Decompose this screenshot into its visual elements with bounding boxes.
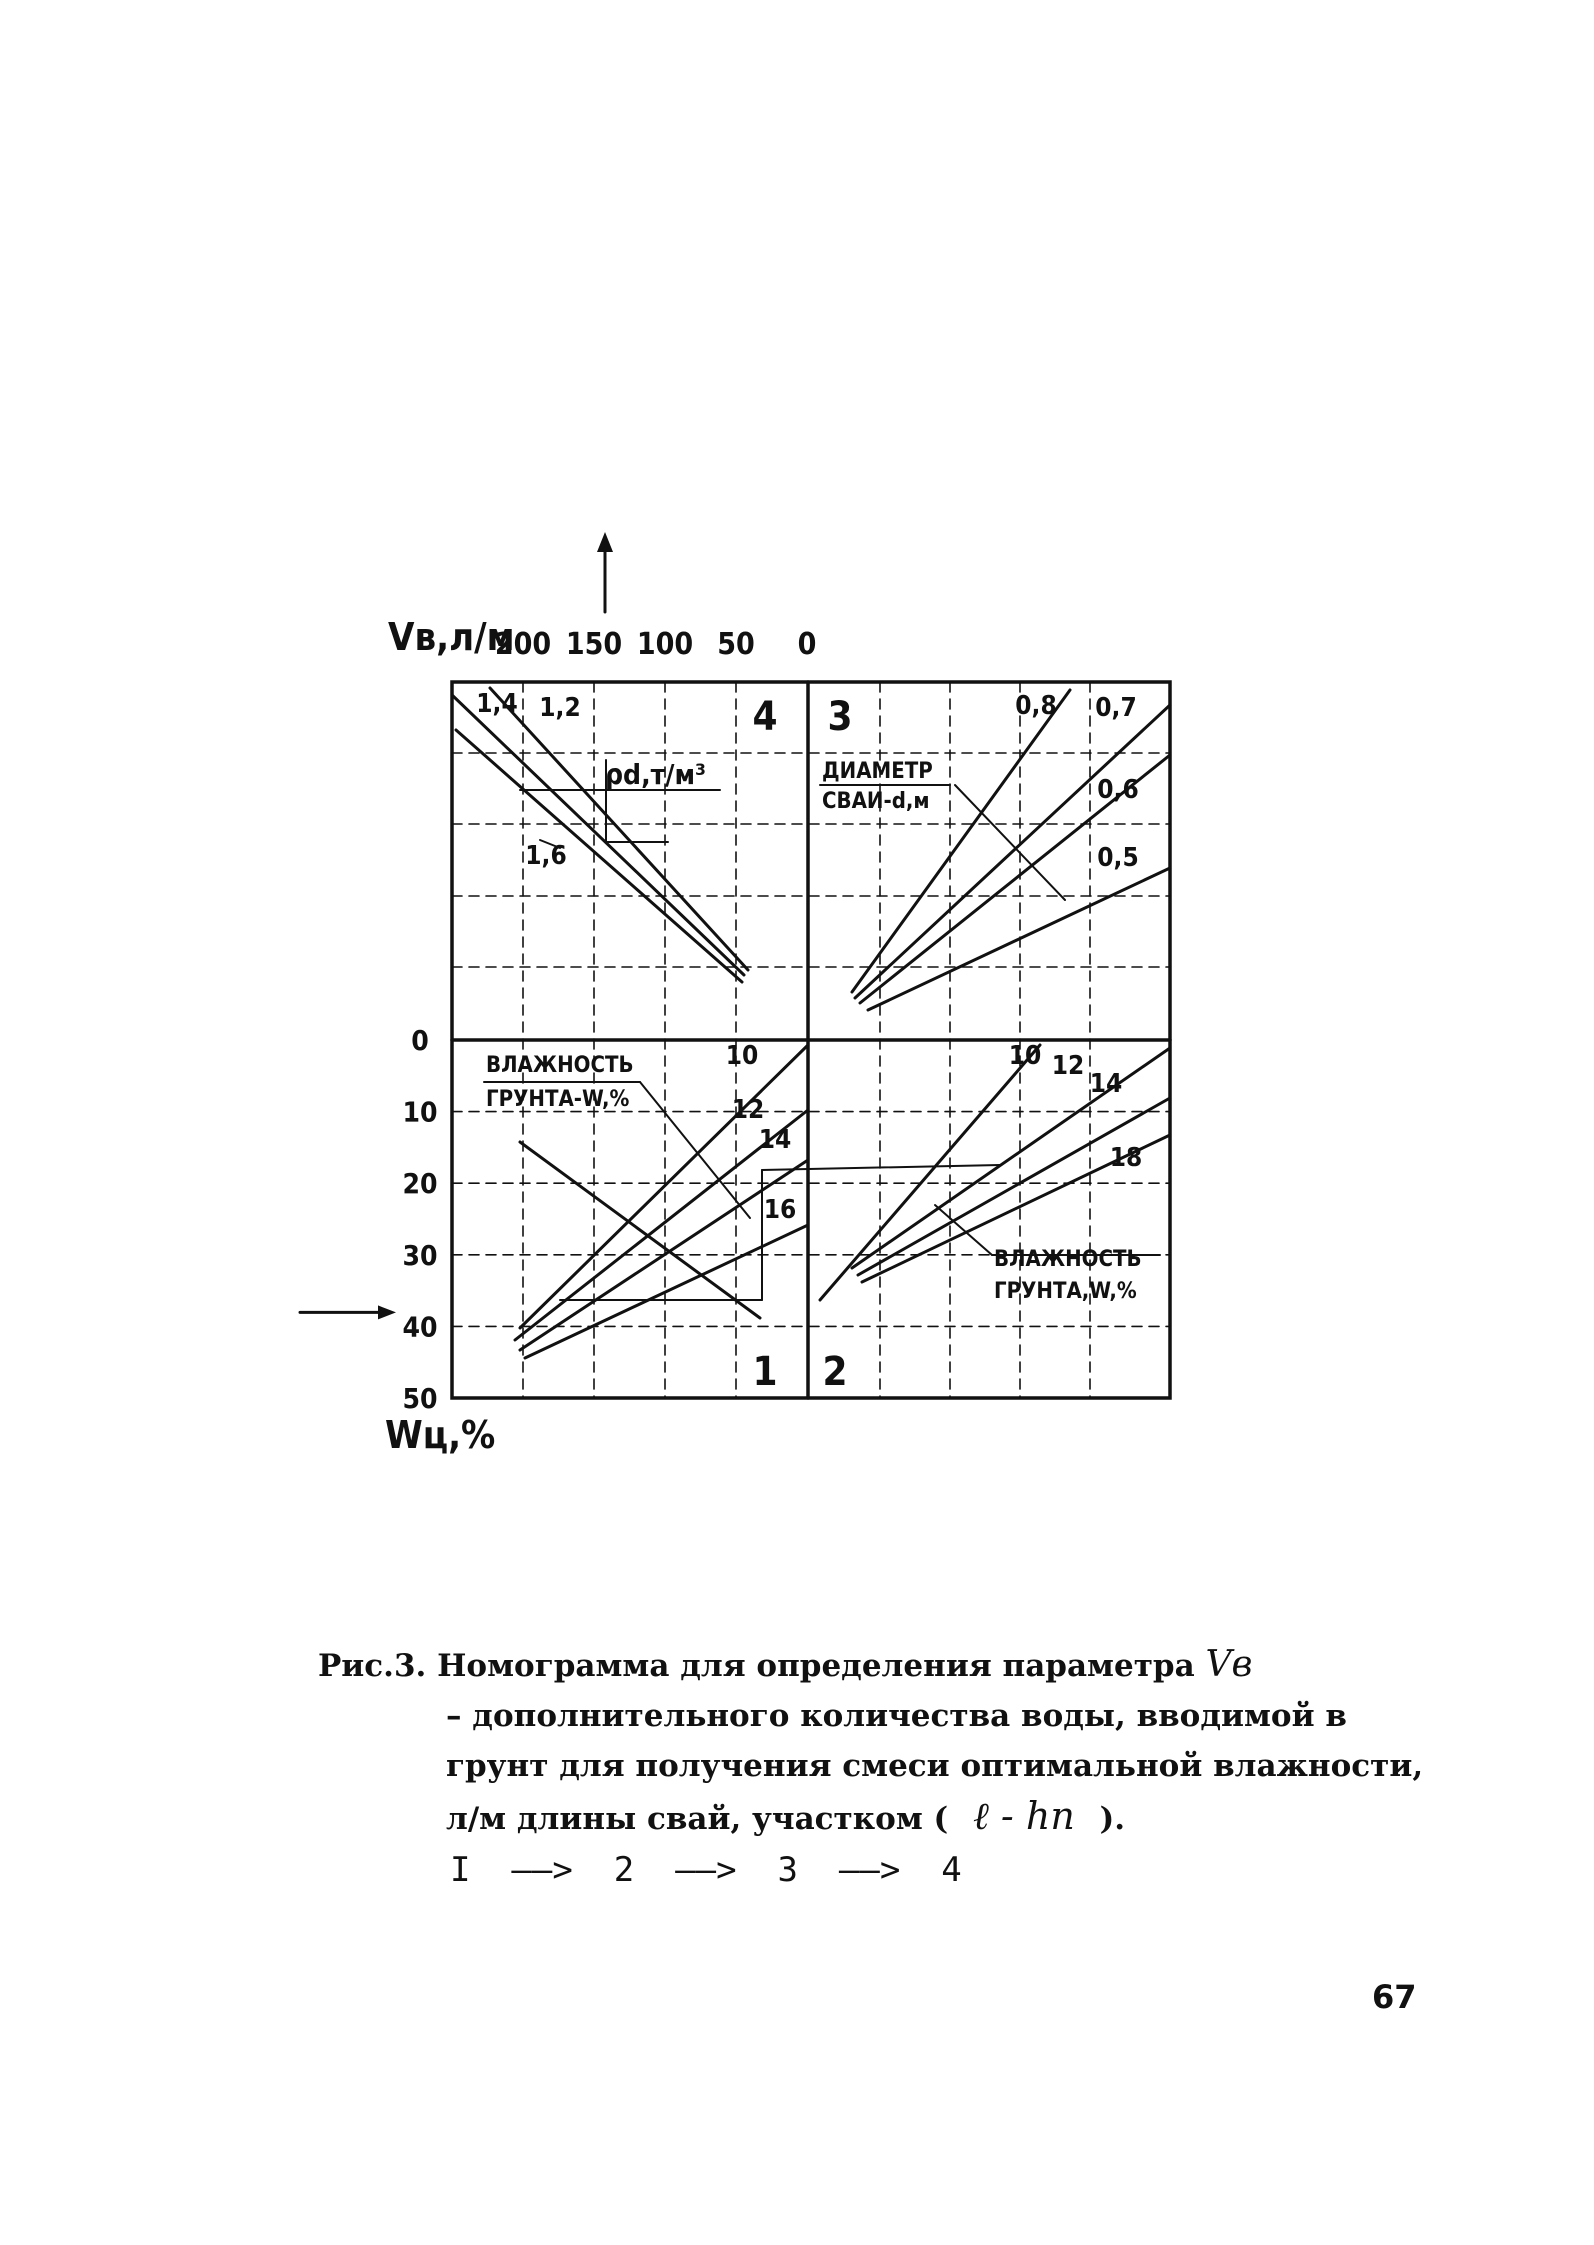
moisture-line-q2	[860, 1133, 1172, 1284]
diameter-line-label: 0,8	[1015, 691, 1056, 721]
top-axis-tick-label: 0	[798, 627, 817, 662]
top-axis-tick-label: 200	[495, 627, 551, 662]
moisture-legend-line1: ВЛАЖНОСТЬ	[486, 1053, 634, 1078]
moisture-line-q2	[856, 1096, 1172, 1277]
page-number: 67	[1372, 1978, 1417, 2016]
left-axis-title: Wц,%	[385, 1413, 495, 1457]
top-axis-tick-label: 100	[637, 627, 693, 662]
top-axis-tick-label: 50	[717, 627, 755, 662]
density-line-label: 1,6	[525, 841, 566, 871]
density-legend: ρd,т/м³	[605, 758, 706, 791]
moisture-q2-line-label: 18	[1110, 1143, 1143, 1173]
caption-line-4: л/м длины свай, участком ( ℓ - hп ).	[318, 1791, 1428, 1844]
quadrant-number: 4	[752, 694, 777, 740]
moisture-line-label: 10	[726, 1041, 759, 1071]
moisture-line	[518, 1043, 810, 1330]
caption-formula: ℓ - hп	[973, 1794, 1075, 1838]
series-lines	[450, 686, 1172, 1360]
caption-symbol: Vв	[1205, 1644, 1253, 1685]
diameter-line	[850, 688, 1072, 994]
diameter-line	[866, 866, 1172, 1012]
diameter-line-label: 0,5	[1097, 843, 1138, 873]
left-axis-tick-label: 10	[402, 1096, 437, 1129]
moisture-q2-legend-line2: ГРУНТА,W,%	[994, 1279, 1137, 1304]
moisture-line-label: 12	[732, 1095, 765, 1125]
density-line-label: 1,4	[476, 689, 517, 719]
left-axis-tick-label: 50	[402, 1382, 437, 1415]
left-axis-tick-label: 40	[402, 1310, 437, 1343]
density-line	[488, 686, 750, 972]
left-axis-tick-label: 0	[411, 1024, 429, 1057]
input-arrow-head	[378, 1305, 396, 1320]
caption-line-1: Рис.3. Номограмма для определения параме…	[318, 1640, 1428, 1691]
density-line	[450, 693, 746, 977]
diameter-legend-line2: СВАИ-d,м	[822, 789, 930, 814]
example-path	[761, 1164, 1001, 1171]
caption-line4-suffix: ).	[1099, 1801, 1126, 1837]
moisture-legend-leader	[639, 1081, 751, 1219]
moisture-line-label: 14	[759, 1125, 792, 1155]
top-axis-title: Vв,л/м	[388, 615, 515, 659]
moisture-q2-legend-leader	[934, 1204, 993, 1256]
moisture-q2-legend-line1: ВЛАЖНОСТЬ	[994, 1247, 1142, 1272]
top-arrow-head	[597, 532, 613, 552]
diameter-line	[858, 753, 1172, 1005]
diameter-line	[853, 703, 1172, 1000]
moisture-q2-line-label: 10	[1009, 1041, 1042, 1071]
moisture-q2-line-label: 12	[1052, 1051, 1085, 1081]
moisture-line-q2	[818, 1043, 1042, 1302]
moisture-legend-line2: ГРУНТА-W,%	[486, 1087, 630, 1112]
left-axis-tick-label: 30	[402, 1239, 437, 1272]
quadrant-number: 3	[827, 694, 852, 740]
caption-prefix: Рис.3. Номограмма для определения параме…	[318, 1648, 1195, 1684]
moisture-line-label: 16	[764, 1195, 797, 1225]
diameter-line-label: 0,6	[1097, 775, 1138, 805]
figure-caption: Рис.3. Номограмма для определения параме…	[318, 1640, 1428, 1844]
caption-line-2: – дополнительного количества воды, вводи…	[446, 1698, 1347, 1734]
moisture-line	[523, 1223, 810, 1360]
quadrant-sequence: I ——> 2 ——> 3 ——> 4	[450, 1850, 962, 1890]
moisture-line-q2	[850, 1046, 1172, 1270]
left-axis-tick-label: 20	[402, 1167, 437, 1200]
caption-line4-prefix: л/м длины свай, участком (	[446, 1801, 949, 1837]
moisture-line	[513, 1108, 810, 1342]
density-line	[454, 728, 744, 984]
top-axis-tick-label: 150	[566, 627, 622, 662]
diameter-legend-line1: ДИАМЕТР	[822, 759, 933, 784]
caption-line-3: грунт для получения смеси оптимальной вл…	[446, 1748, 1424, 1784]
moisture-line	[518, 1158, 810, 1352]
diameter-line-label: 0,7	[1095, 693, 1136, 723]
quadrant-number: 1	[752, 1349, 777, 1395]
density-legend-leader	[539, 839, 561, 849]
diameter-legend-leader	[954, 784, 1066, 901]
moisture-q2-line-label: 14	[1090, 1069, 1123, 1099]
quadrant-number: 2	[822, 1349, 847, 1395]
density-line-label: 1,2	[539, 693, 580, 723]
moisture-leader-line	[518, 1140, 762, 1320]
